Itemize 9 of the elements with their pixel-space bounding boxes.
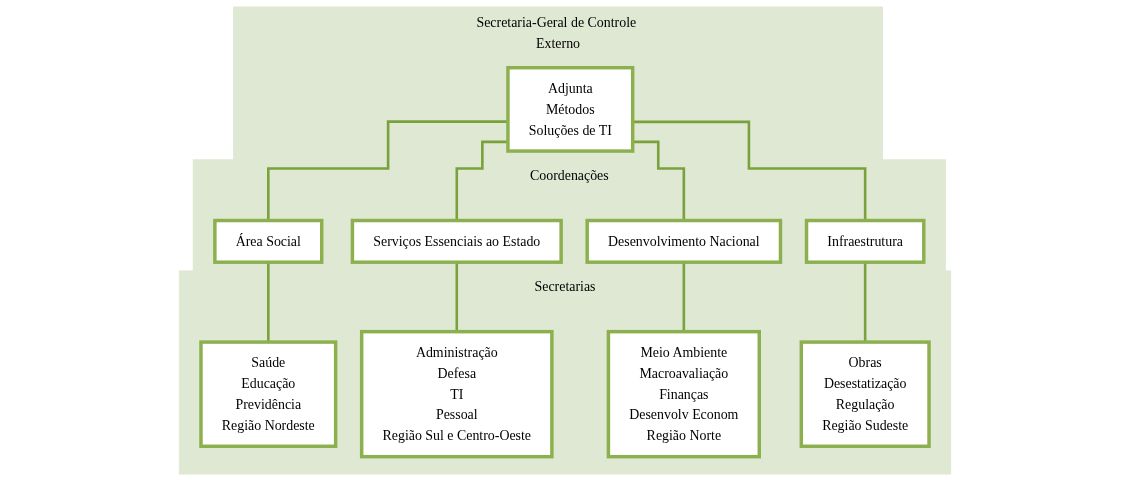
node-box: Administração Defesa TI Pessoal Região Sul e Centro-Oeste xyxy=(359,329,554,459)
node-box: Meio Ambiente Macroavaliação Finanças Desenvolv Econom Região Norte xyxy=(606,329,761,459)
node-box: Desenvolvimento Nacional xyxy=(585,218,783,264)
node-box: Obras Desestatização Regulação Região Sudeste xyxy=(799,340,931,448)
node-box: Serviços Essenciais ao Estado xyxy=(350,218,563,264)
node-box: Área Social xyxy=(213,218,324,264)
node-box: Adjunta Métodos Soluções de TI xyxy=(506,66,635,153)
node-box: Infraestrutura xyxy=(804,218,926,264)
node-box: Saúde Educação Previdência Região Nordeste xyxy=(199,340,338,448)
